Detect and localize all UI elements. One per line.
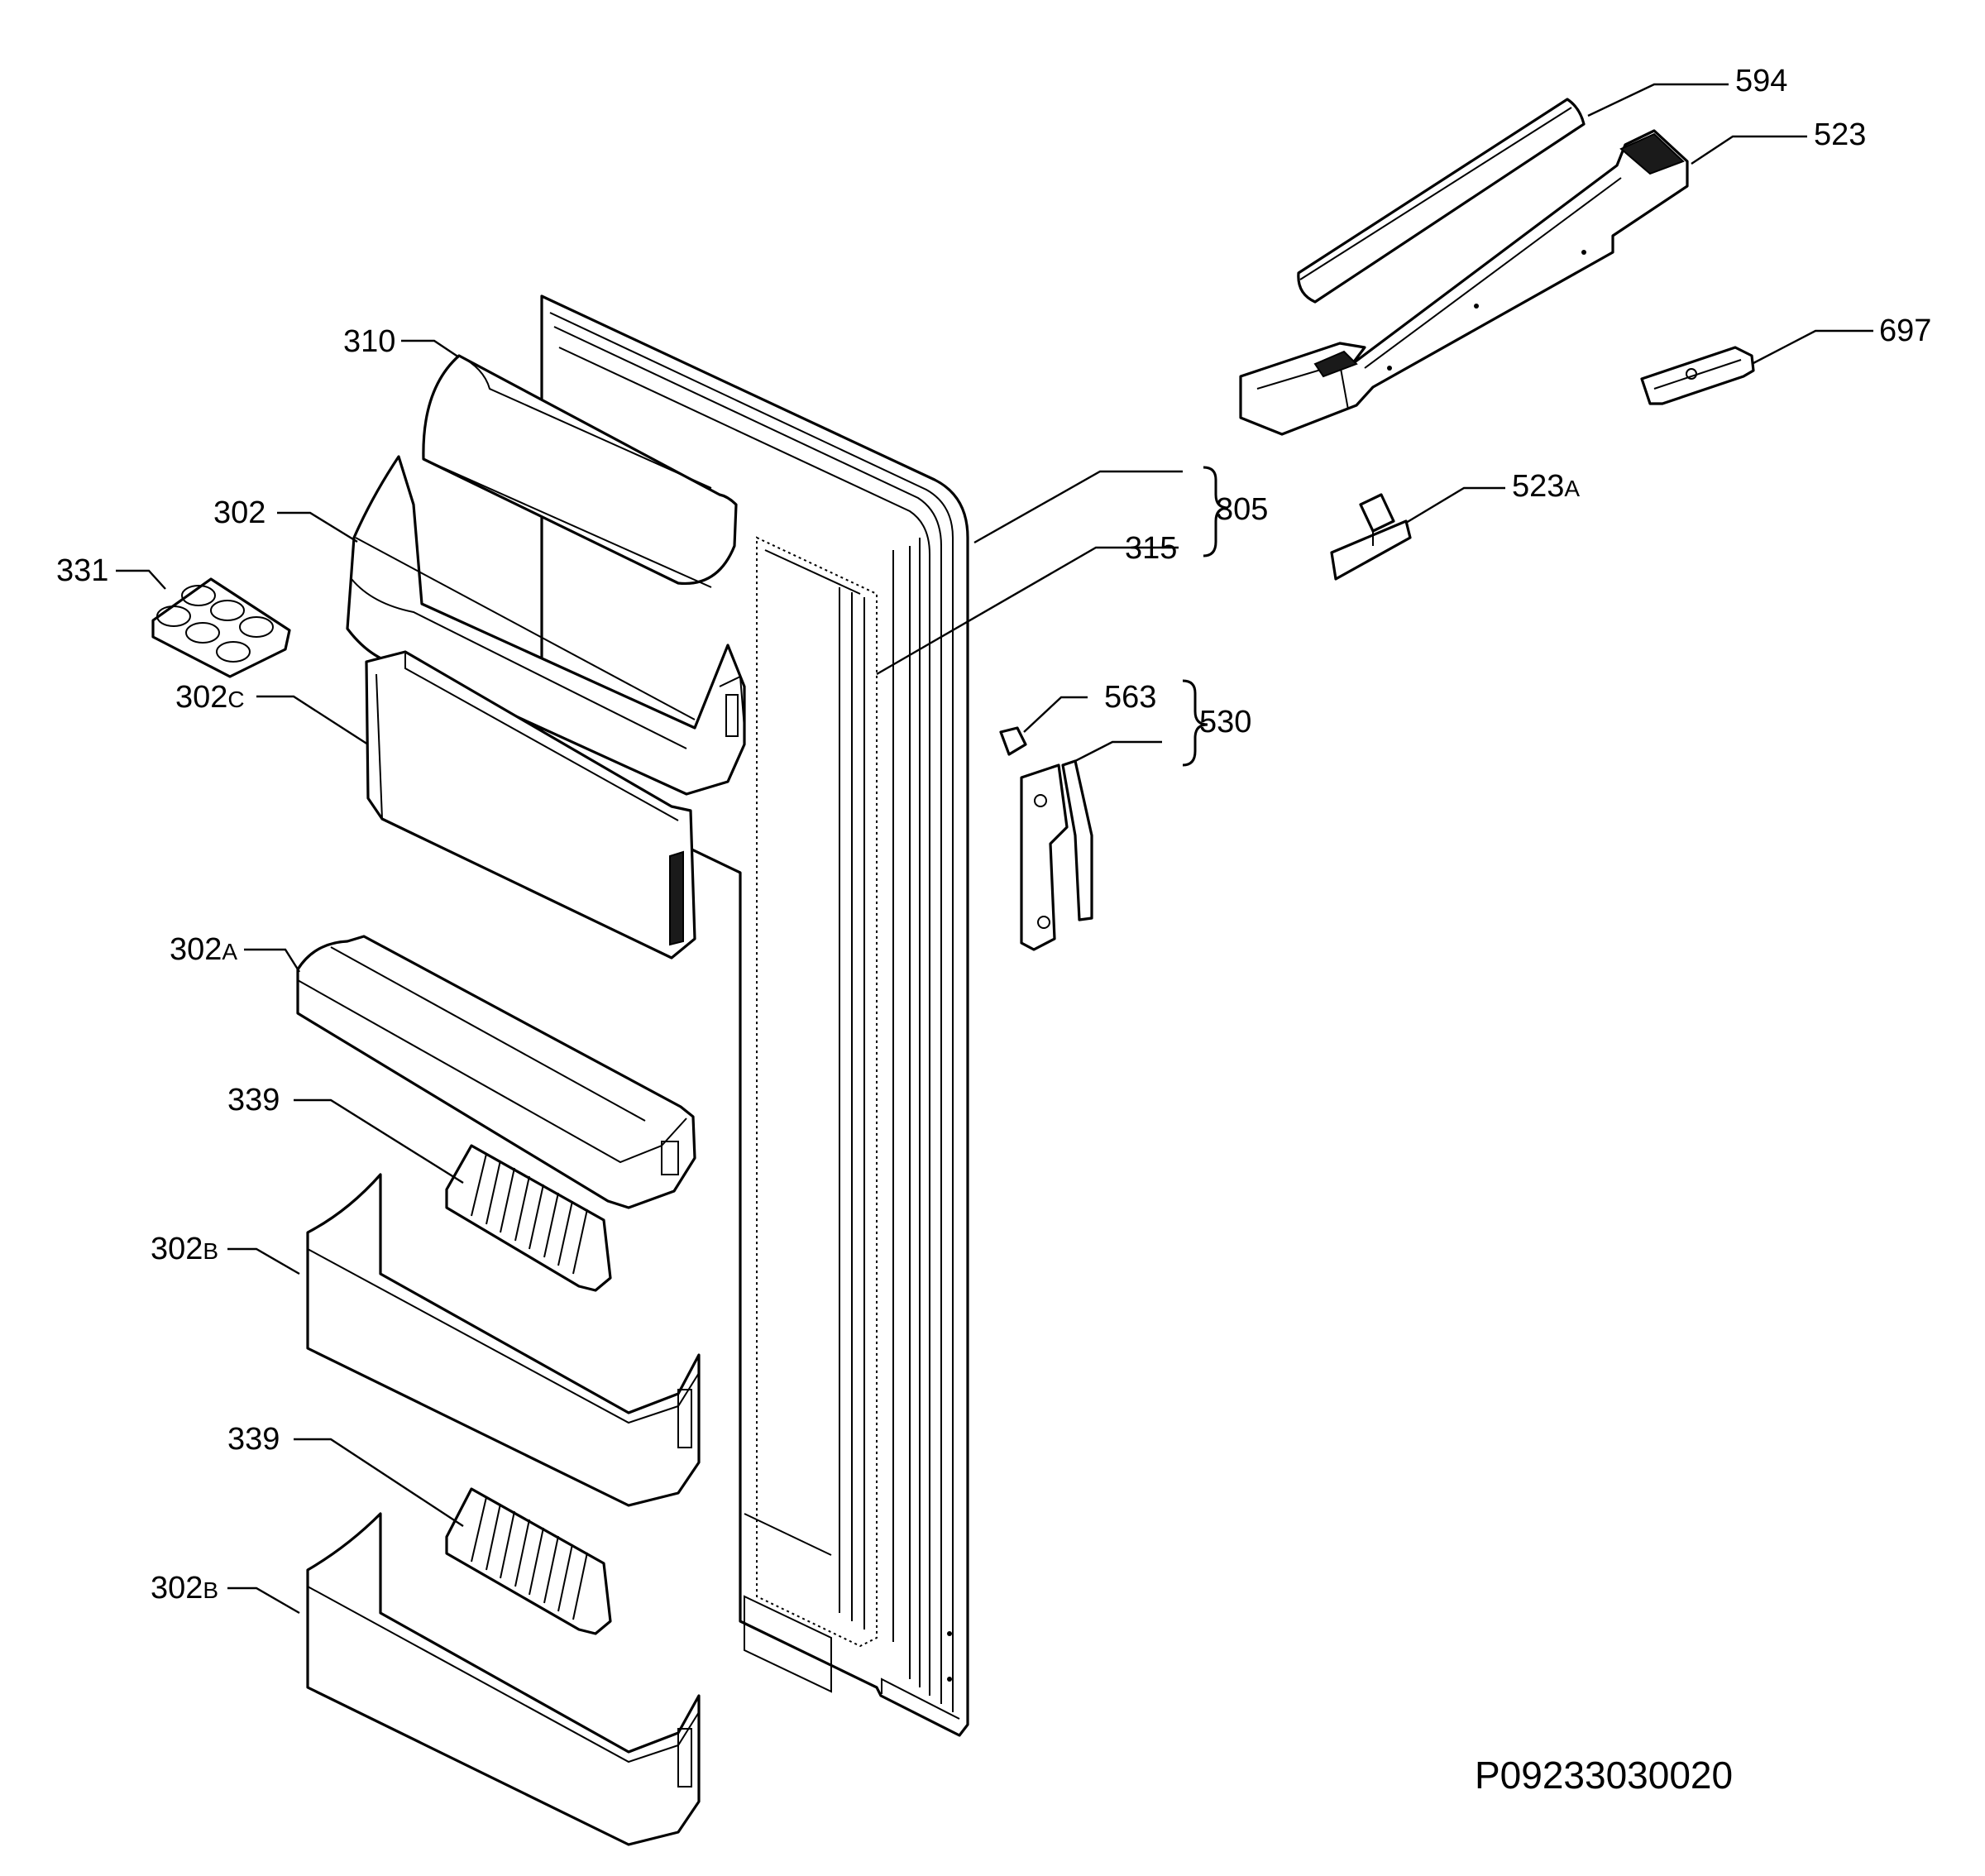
callout-310: 310 (343, 324, 395, 359)
callout-302a: 302A (170, 932, 237, 967)
part-563-hinge-pin (999, 726, 1027, 756)
part-310-dairy-flap (422, 354, 738, 588)
callout-530: 530 (1199, 705, 1251, 739)
callout-labels: 594 523 697 310 302 331 302C 305 315 523… (56, 64, 1931, 1606)
leader-lines (116, 83, 1873, 1615)
callout-523: 523 (1814, 117, 1866, 152)
callout-331: 331 (56, 553, 108, 588)
part-302b-door-shelf-upper (306, 1173, 701, 1507)
callout-302b-upper: 302B (151, 1232, 218, 1266)
part-530-hinge (1020, 759, 1093, 951)
diagram-code: P09233030020 (1475, 1754, 1733, 1797)
part-594-handle-trim (1297, 98, 1586, 304)
part-697-clip (1640, 346, 1755, 405)
callout-339-upper: 339 (227, 1083, 280, 1117)
callout-339-lower: 339 (227, 1422, 280, 1457)
callout-302: 302 (213, 495, 265, 530)
callout-302b-lower: 302B (151, 1571, 218, 1606)
part-302a-door-shelf (296, 935, 696, 1209)
door-panel (540, 294, 969, 1737)
callout-523a: 523A (1512, 469, 1580, 504)
part-523a-handle-bracket (1330, 493, 1412, 581)
callout-563: 563 (1104, 680, 1156, 715)
part-523-door-handle (1239, 129, 1689, 436)
callout-594: 594 (1735, 64, 1787, 98)
part-331-egg-tray (151, 577, 291, 678)
part-339-bottle-holder-lower (445, 1487, 612, 1635)
part-302b-door-shelf-lower (306, 1512, 701, 1846)
part-302c-dairy-cover (365, 650, 696, 960)
part-339-bottle-holder-upper (445, 1144, 612, 1292)
callout-697: 697 (1879, 313, 1931, 348)
callout-305: 305 (1216, 492, 1268, 527)
callout-302c: 302C (175, 680, 245, 715)
part-302-door-shelf (346, 455, 746, 796)
callout-315: 315 (1125, 531, 1177, 566)
